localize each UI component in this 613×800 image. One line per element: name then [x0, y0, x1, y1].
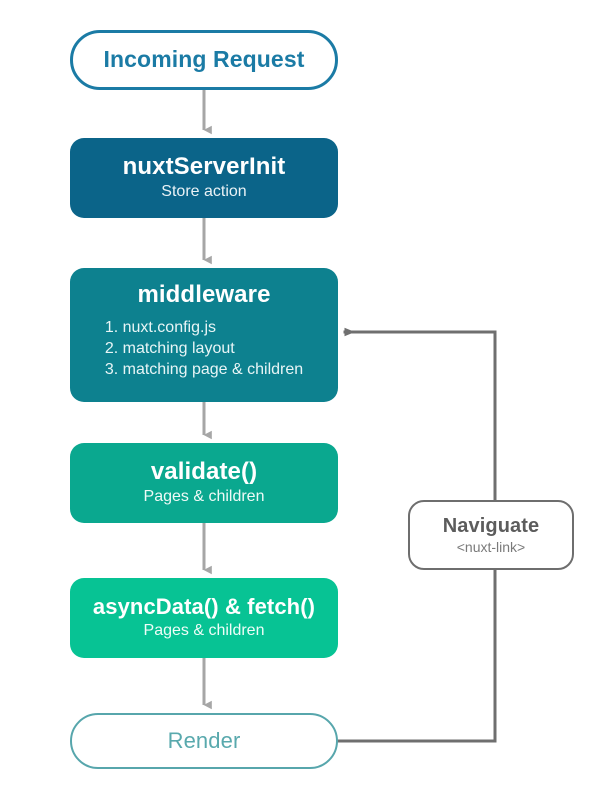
node-navigate[interactable]: Naviguate <nuxt-link>	[408, 500, 574, 570]
node-incoming-request-label: Incoming Request	[103, 46, 305, 73]
node-render[interactable]: Render	[70, 713, 338, 769]
node-async-data[interactable]: asyncData() & fetch() Pages & children	[70, 578, 338, 658]
node-incoming-request[interactable]: Incoming Request	[70, 30, 338, 90]
node-async-data-subtitle: Pages & children	[143, 622, 265, 640]
node-middleware[interactable]: middleware 1. nuxt.config.js 2. matching…	[70, 268, 338, 402]
node-navigate-label: Naviguate	[442, 514, 540, 537]
node-nuxt-server-init-subtitle: Store action	[161, 183, 247, 201]
node-async-data-label: asyncData() & fetch()	[92, 594, 316, 620]
node-middleware-label: middleware	[137, 281, 271, 308]
node-nuxt-server-init-label: nuxtServerInit	[122, 153, 286, 181]
node-middleware-step-2: 2. matching layout	[104, 340, 235, 358]
node-navigate-subtitle: <nuxt-link>	[456, 539, 526, 556]
node-render-label: Render	[167, 727, 241, 753]
node-nuxt-server-init[interactable]: nuxtServerInit Store action	[70, 138, 338, 218]
node-validate[interactable]: validate() Pages & children	[70, 443, 338, 523]
node-validate-label: validate()	[150, 458, 258, 486]
node-middleware-steps: 1. nuxt.config.js 2. matching layout 3. …	[105, 317, 303, 381]
node-validate-subtitle: Pages & children	[143, 488, 265, 506]
node-middleware-step-1: 1. nuxt.config.js	[104, 318, 216, 336]
node-middleware-step-3: 3. matching page & children	[104, 361, 304, 379]
